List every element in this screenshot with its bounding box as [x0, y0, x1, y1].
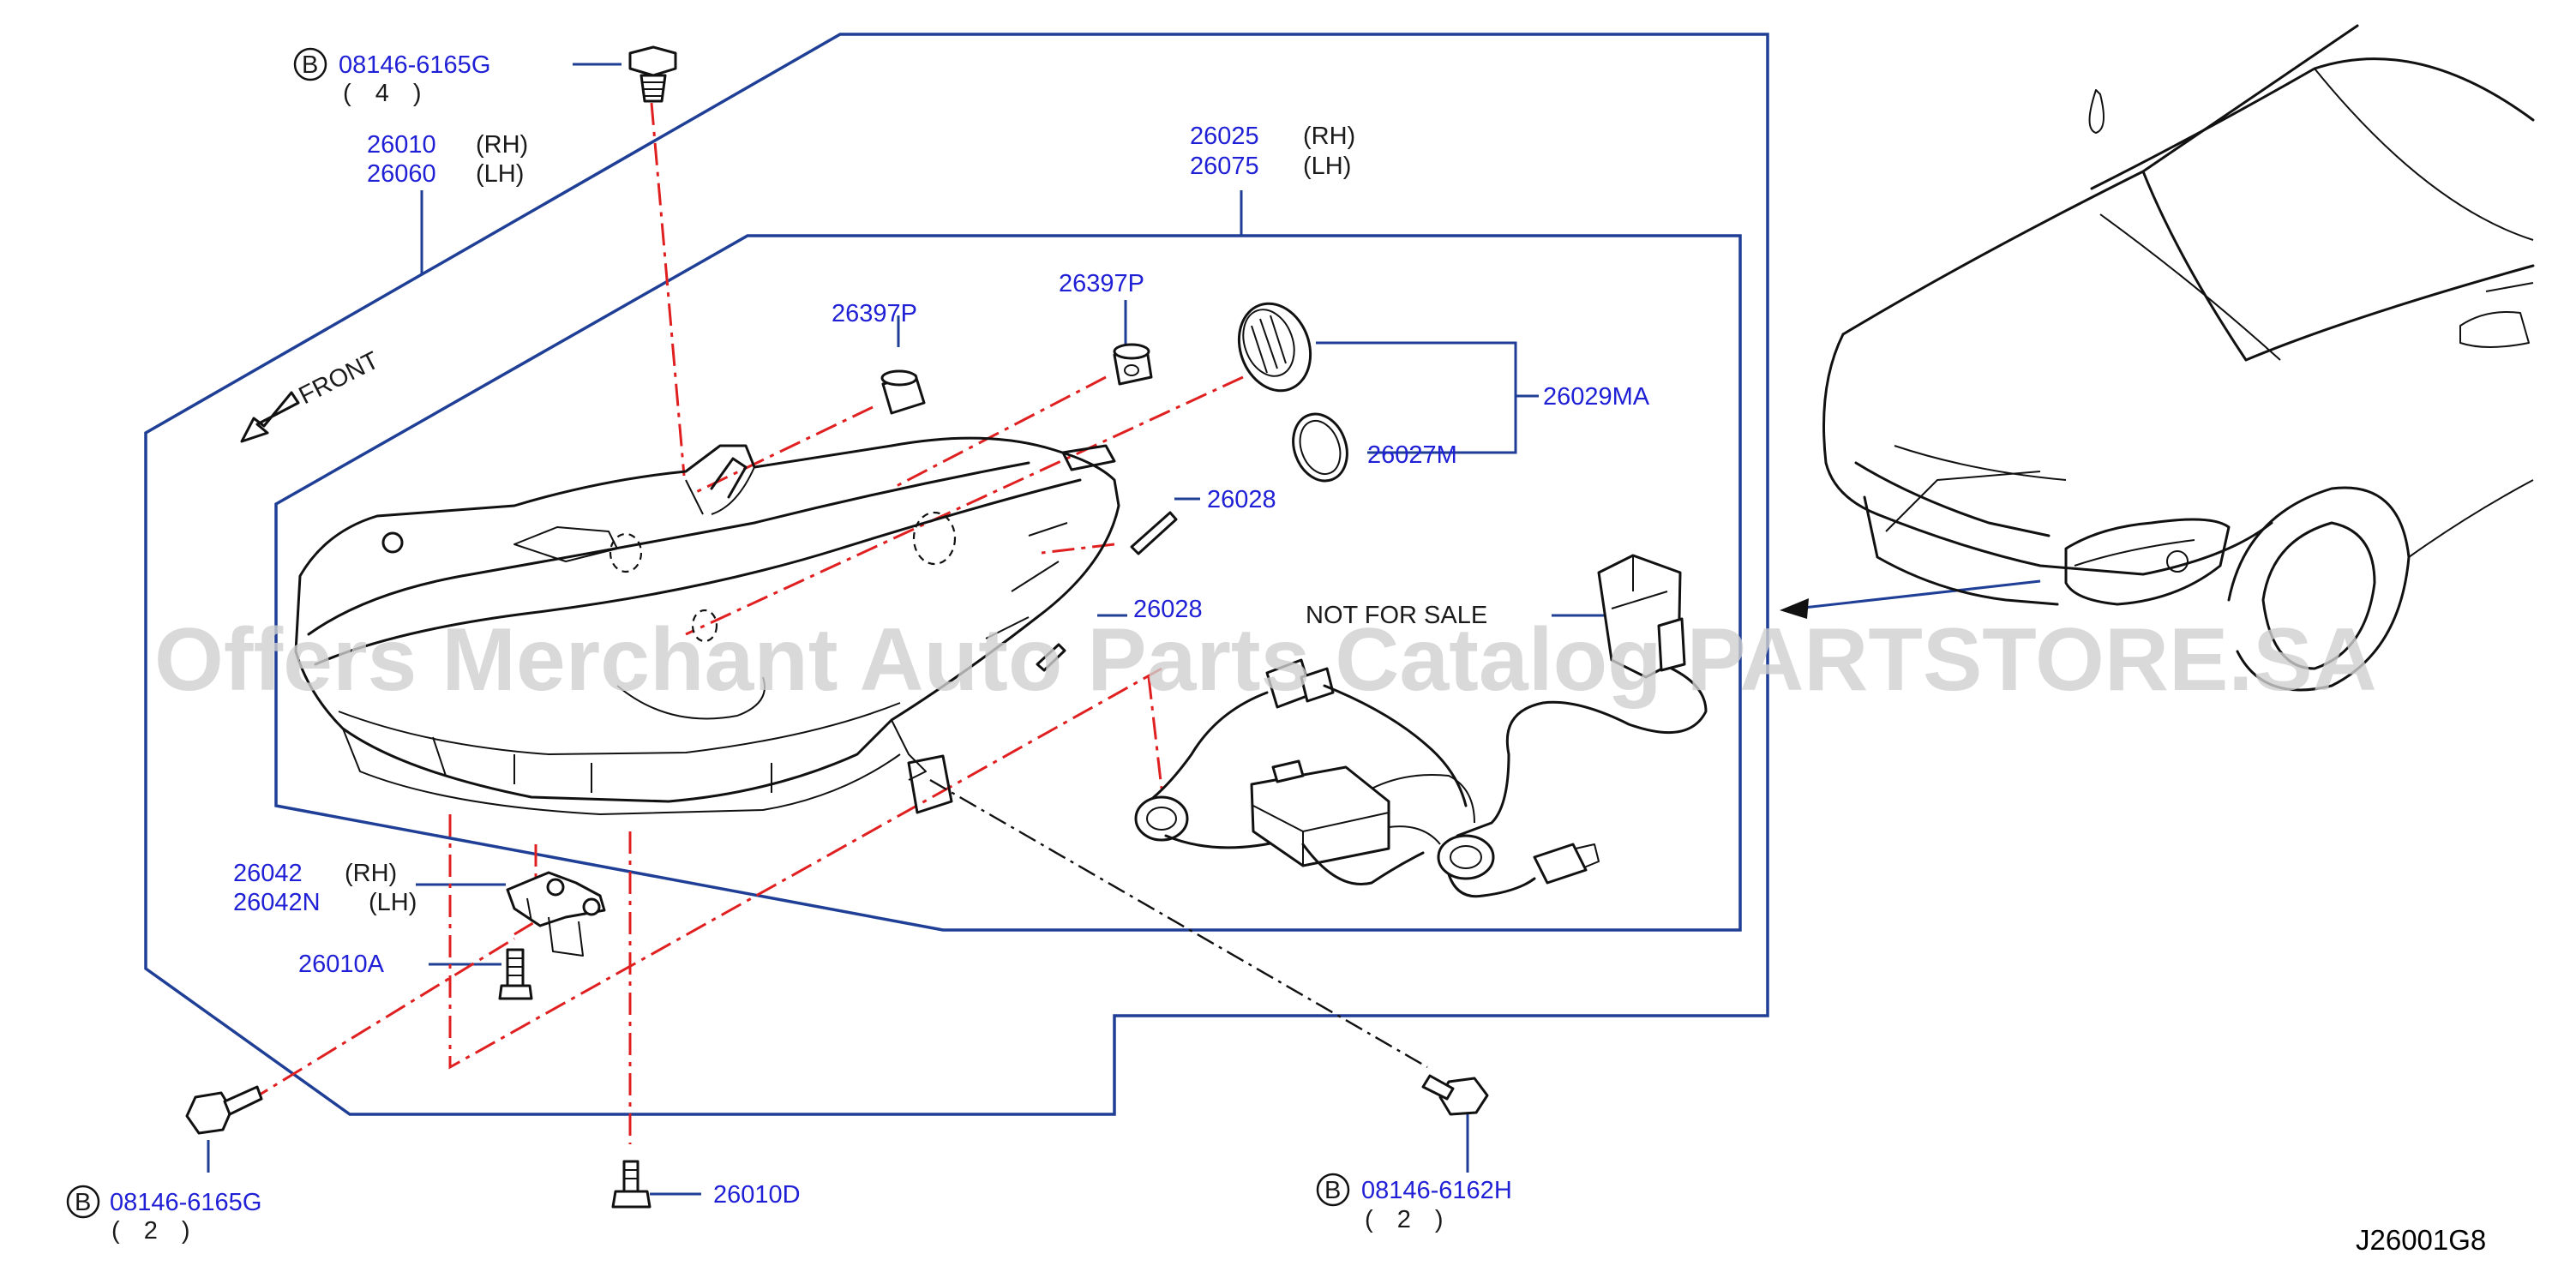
headlamp-assembly [294, 436, 1120, 815]
harness-plug [1533, 843, 1588, 885]
bulb-26028-lower [1036, 643, 1066, 672]
centerline-left-bolt [248, 937, 515, 1103]
bulb-lower-part: 26028 [1133, 596, 1203, 623]
bulb-26028-upper [1130, 511, 1178, 555]
centerline-lower-b [513, 844, 537, 936]
bracket-rh-part: 26042 [233, 860, 303, 887]
housing-lh-side: (LH) [1303, 153, 1351, 180]
cap-left-part: 26397P [832, 300, 917, 327]
bolt-top-part: 08146-6165G [339, 51, 490, 79]
watermark-text: Offers Merchant Auto Parts Catalog PARTS… [154, 610, 2377, 710]
leader-26029ma [1316, 341, 1517, 454]
headlamp-lh-part: 26060 [367, 160, 436, 188]
bolt-left-b-circle [66, 1185, 100, 1219]
bolt-right-b-circle [1316, 1173, 1350, 1207]
hidden-hole-2 [912, 511, 957, 566]
ballast-connector [907, 754, 953, 814]
outer-assembly-frame [144, 33, 1769, 1116]
housing-rh-part: 26025 [1190, 123, 1259, 150]
bracket-lh-side: (LH) [369, 889, 417, 916]
cap-right-part: 26397P [1059, 270, 1144, 297]
bolt-left-part: 08146-6165G [110, 1189, 261, 1216]
cap-assembly-26029ma [1237, 302, 1312, 393]
inner-housing-frame [274, 234, 1742, 932]
bolt-bottom-right-08146-6162h [1421, 1074, 1489, 1116]
harness-control-unit [1250, 765, 1390, 867]
bolt-top-qty: ( 4 ) [343, 80, 430, 107]
screw-26010d [611, 1160, 652, 1209]
hidden-hole-1 [609, 532, 643, 573]
housing-lh-part: 26075 [1190, 153, 1259, 180]
headlamp-lh-side: (LH) [476, 160, 524, 188]
screw-bottom-part: 26010D [713, 1181, 801, 1209]
seal-part: 26027M [1367, 441, 1457, 469]
front-direction-indicator: FRONT [240, 346, 384, 443]
headlamp-rh-side: (RH) [476, 131, 528, 159]
centerline-lower-a [448, 667, 1162, 1070]
harness-grommet-right [1437, 834, 1495, 880]
hidden-hole-3 [691, 609, 718, 643]
bolt-right-part: 08146-6162H [1361, 1177, 1512, 1204]
bolt-top-b: B [302, 51, 318, 79]
bolt-left-b: B [75, 1189, 91, 1216]
bracket-lh-part: 26042N [233, 889, 321, 916]
wiring-harness [1134, 554, 1708, 898]
housing-rh-side: (RH) [1303, 123, 1355, 150]
centerline-cap-a [694, 405, 874, 495]
bolt-right-qty: ( 2 ) [1365, 1206, 1452, 1233]
centerline-cap-c [685, 375, 1244, 636]
vehicle-arrow-head [1780, 598, 1809, 619]
bulb-upper-part: 26028 [1207, 486, 1276, 513]
diagram-code: J26001G8 [2356, 1224, 2486, 1256]
cap-26397p-right [1113, 343, 1153, 386]
centerline-top-bolt [650, 102, 686, 477]
bolt-left-qty: ( 2 ) [111, 1217, 199, 1245]
seal-26027m [1292, 412, 1348, 483]
front-label: FRONT [295, 346, 384, 410]
centerline-bulb-b [1147, 676, 1163, 789]
bolt-bottom-left-08146-6165g [185, 1085, 263, 1135]
bolt-right-b: B [1324, 1177, 1341, 1204]
bracket-26042 [506, 871, 606, 957]
vehicle-location-sketch [1822, 24, 2535, 692]
bolt-top-08146-6165g [628, 45, 677, 103]
centerline-cap-b [891, 375, 1107, 490]
bolt-top-b-circle [293, 47, 327, 81]
screw-26010a [498, 948, 533, 1000]
headlamp-rh-part: 26010 [367, 131, 436, 159]
vehicle-arrow-line [1795, 579, 2041, 610]
cap-assy-part: 26029MA [1543, 383, 1650, 411]
centerline-right-bolt [929, 778, 1428, 1069]
harness-grommet-left [1134, 795, 1189, 842]
bracket-rh-side: (RH) [345, 860, 397, 887]
cap-26397p-left [880, 369, 926, 415]
screw-small-part: 26010A [298, 951, 385, 978]
not-for-sale-label: NOT FOR SALE [1306, 602, 1487, 629]
